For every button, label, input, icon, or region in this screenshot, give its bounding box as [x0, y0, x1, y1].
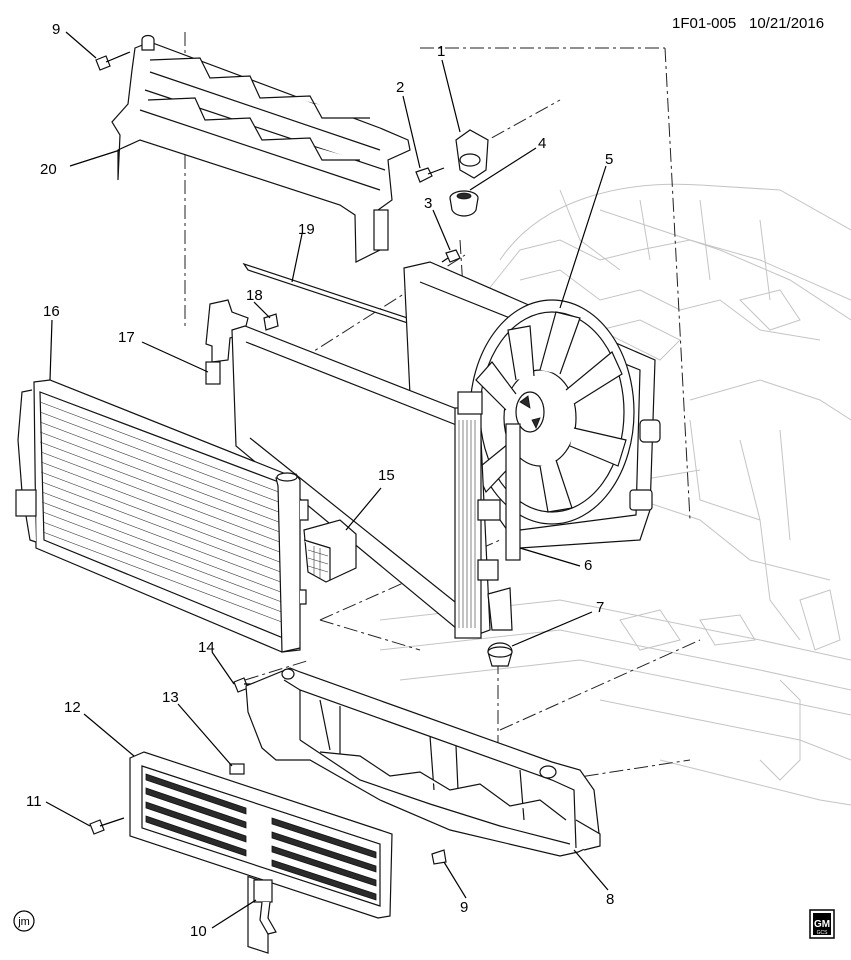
- callout-6: 6: [584, 557, 592, 574]
- bolt-9-lower: [431, 849, 447, 865]
- radiator-clip: [263, 313, 279, 331]
- callout-15: 15: [378, 467, 395, 484]
- callout-4: 4: [538, 135, 546, 152]
- callout-10: 10: [190, 923, 207, 940]
- lower-air-baffle: [245, 667, 601, 857]
- callout-13: 13: [162, 689, 179, 706]
- diagram-date: 10/21/2016: [749, 15, 824, 32]
- lower-grille-shutter: [129, 751, 393, 954]
- seal-block-grid: [307, 546, 329, 578]
- callout-19: 19: [298, 221, 315, 238]
- radiator: [231, 325, 513, 639]
- gm-logo-text: GM: [814, 919, 830, 930]
- fan-upper-bracket: [455, 129, 489, 179]
- callout-2: 2: [396, 79, 404, 96]
- insulator-grommet: [449, 190, 479, 217]
- callout-9-lower: 9: [460, 899, 468, 916]
- radiator-fins: [458, 420, 476, 628]
- shutter-actuator: [253, 879, 277, 935]
- callout-1: 1: [437, 43, 445, 60]
- callout-11: 11: [26, 793, 42, 810]
- ac-condenser: [15, 379, 309, 653]
- callout-16: 16: [43, 303, 60, 320]
- artist-initials: jm: [17, 916, 30, 928]
- bolt-9-upper: [95, 51, 131, 71]
- condenser-fins: [39, 401, 288, 625]
- callout-3: 3: [424, 195, 432, 212]
- gm-logo: GM GCS: [809, 909, 835, 939]
- bolt-2: [415, 167, 445, 183]
- callout-9-upper: 9: [52, 21, 60, 38]
- bolt-3: [441, 249, 461, 263]
- callout-18: 18: [246, 287, 263, 304]
- artist-initials-mark: jm: [13, 910, 35, 932]
- leader-lines: [45, 31, 609, 929]
- callout-labels: 1 2 3 4 5 6 7 8 9 9 10 11 12 13 14 15 16…: [26, 21, 614, 940]
- callout-5: 5: [605, 151, 613, 168]
- radiator-side-bracket: [205, 299, 249, 385]
- side-seal: [505, 423, 521, 561]
- condenser-seal-block: [303, 519, 357, 583]
- lower-insulator: [487, 642, 513, 667]
- callout-8: 8: [606, 891, 614, 908]
- bolt-11: [89, 817, 125, 835]
- callout-12: 12: [64, 699, 81, 716]
- callout-20: 20: [40, 161, 57, 178]
- callout-7: 7: [596, 599, 604, 616]
- upper-air-baffle: [111, 34, 411, 263]
- vehicle-front-structure: [379, 183, 851, 806]
- diagram-reference: 1F01-005: [672, 15, 736, 32]
- fan-blades: [475, 311, 627, 513]
- gm-logo-subtext: GCS: [817, 930, 829, 936]
- baffle-clip: [229, 763, 245, 775]
- callout-17: 17: [118, 329, 135, 346]
- callout-14: 14: [198, 639, 215, 656]
- shutter-louvers: [145, 773, 377, 901]
